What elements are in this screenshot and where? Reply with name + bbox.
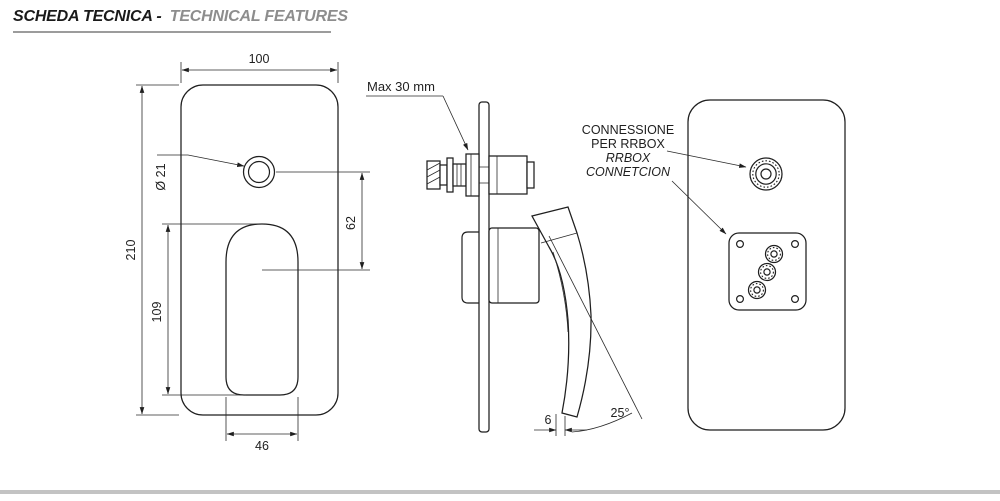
title-italian: SCHEDA TECNICA -: [13, 8, 162, 25]
cartridge-side: [426, 153, 535, 197]
cartridge-nut-rear: [749, 157, 783, 191]
cartridge-hole-inner: [247, 160, 271, 184]
dim-handle-height: 109: [150, 223, 264, 396]
dim-plate-width-label: 100: [249, 52, 270, 66]
connection-callout: CONNESSIONE PER RRBOX RRBOX CONNETCION: [582, 123, 747, 235]
title-underline: [13, 30, 331, 34]
connection-note-line2: PER RRBOX: [591, 137, 665, 151]
screw-hole: [790, 240, 799, 249]
title-english: TECHNICAL FEATURES: [169, 8, 348, 25]
connection-note-line1: CONNESSIONE: [582, 123, 674, 137]
connection-port: [764, 244, 784, 264]
dim-plate-height: 210: [124, 84, 179, 416]
mixer-body-side: [461, 227, 540, 304]
dim-handle-angle: 25°: [548, 235, 643, 433]
dim-tip-thickness-label: 6: [545, 413, 552, 427]
rrbox-connection-plate: [728, 232, 807, 311]
max-depth-callout: Max 30 mm: [366, 79, 469, 151]
dim-handle-width-label: 46: [255, 439, 269, 453]
dim-hole-to-handle: 62: [262, 171, 370, 271]
dim-hole-diameter-label: Ø 21: [154, 163, 168, 190]
screw-hole: [790, 295, 799, 304]
connection-port: [747, 280, 767, 300]
dim-handle-width: 46: [225, 397, 299, 453]
dim-hole-diameter: Ø 21: [154, 154, 245, 191]
wall-plate-side: [478, 101, 490, 433]
rear-view: CONNESSIONE PER RRBOX RRBOX CONNETCION: [582, 99, 846, 431]
sheet-header: SCHEDA TECNICA - TECHNICAL FEATURES: [13, 8, 348, 34]
dim-plate-width: 100: [180, 52, 339, 83]
side-view: Max 30 mm: [366, 79, 643, 436]
front-view: 100 210 109 Ø 21 6: [124, 52, 370, 453]
screw-hole: [735, 295, 744, 304]
dim-plate-height-label: 210: [124, 240, 138, 261]
page-title: SCHEDA TECNICA - TECHNICAL FEATURES: [13, 8, 348, 26]
screw-hole: [735, 240, 744, 249]
connection-note-line4: CONNETCION: [586, 165, 671, 179]
dim-hole-to-handle-label: 62: [344, 216, 358, 230]
handle-side: [531, 206, 592, 418]
connection-note-line3: RRBOX: [606, 151, 651, 165]
dim-handle-height-label: 109: [150, 302, 164, 323]
max-depth-label: Max 30 mm: [367, 79, 435, 94]
dim-tip-thickness: 6: [534, 413, 587, 436]
footer-rule: [0, 489, 1000, 494]
dim-angle-label: 25°: [611, 406, 630, 420]
handle-front: [225, 223, 299, 396]
connection-port: [757, 262, 777, 282]
